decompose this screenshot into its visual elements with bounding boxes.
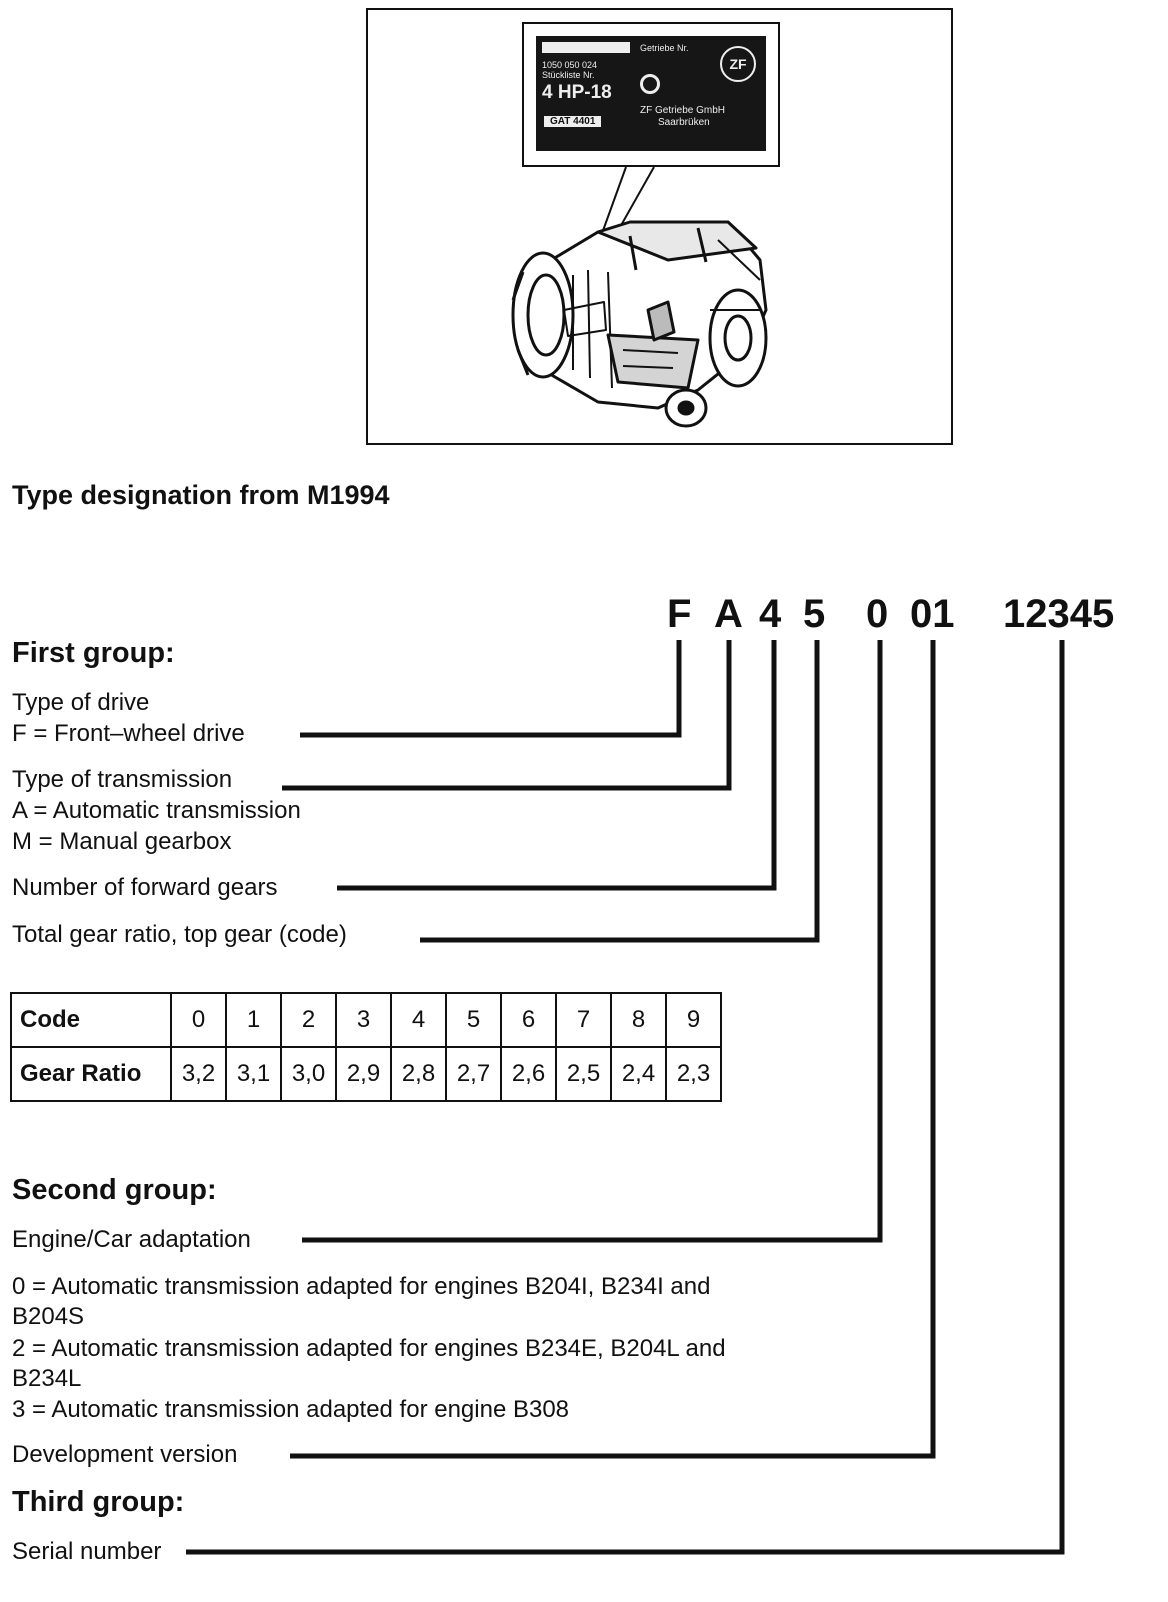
code-cell: 8 (610, 992, 667, 1048)
ratio-cell: 3,2 (170, 1046, 227, 1102)
ratio-cell: 2,3 (665, 1046, 722, 1102)
code-cell: 3 (335, 992, 392, 1048)
designation-char-5: 5 (803, 592, 826, 636)
code-cell: 2 (280, 992, 337, 1048)
code-cell: 1 (225, 992, 282, 1048)
type-of-transmission-label: Type of transmission (12, 766, 233, 793)
designation-char-01: 01 (910, 592, 955, 636)
code-cell: 7 (555, 992, 612, 1048)
identification-plate: Getriebe Nr. 1050 050 024 Stückliste Nr.… (536, 36, 766, 151)
code-cell: 0 (170, 992, 227, 1048)
zf-logo-icon: ZF (720, 46, 756, 82)
identification-plate-callout: Getriebe Nr. 1050 050 024 Stückliste Nr.… (522, 22, 780, 167)
plate-field-label: Getriebe Nr. (640, 43, 689, 53)
manual-gearbox-text: M = Manual gearbox (12, 828, 232, 855)
third-group-heading: Third group: (12, 1486, 185, 1518)
development-version-label: Development version (12, 1441, 238, 1468)
plate-blank-field (542, 42, 630, 53)
serial-number-label: Serial number (12, 1538, 162, 1565)
code-row: Code 0 1 2 3 4 5 6 7 8 9 (10, 992, 722, 1048)
leader-line-gear-ratio (420, 640, 820, 943)
ratio-cell: 2,4 (610, 1046, 667, 1102)
ratio-cell: 2,5 (555, 1046, 612, 1102)
forward-gears-label: Number of forward gears (12, 874, 278, 901)
ratio-cell: 3,1 (225, 1046, 282, 1102)
adaptation-option-2-line2: B234L (12, 1365, 82, 1392)
designation-char-0: 0 (866, 592, 889, 636)
type-of-drive-label: Type of drive (12, 689, 150, 716)
plate-maker-line1: ZF Getriebe GmbH (640, 105, 726, 116)
code-cell: 9 (665, 992, 722, 1048)
code-cell: 4 (390, 992, 447, 1048)
leader-line-development (290, 640, 936, 1459)
leader-line-drive (300, 640, 682, 738)
plate-maker-line2: Saarbrüken (658, 117, 710, 128)
code-cell: 6 (500, 992, 557, 1048)
second-group-heading: Second group: (12, 1174, 217, 1206)
code-header: Code (10, 992, 172, 1048)
ratio-cell: 3,0 (280, 1046, 337, 1102)
gear-ratio-header: Gear Ratio (10, 1046, 172, 1102)
total-gear-ratio-label: Total gear ratio, top gear (code) (12, 921, 347, 948)
adaptation-option-0-line2: B204S (12, 1303, 85, 1330)
leader-line-transmission (282, 640, 732, 791)
leader-line-forward-gears (337, 640, 777, 891)
transmission-figure: Getriebe Nr. 1050 050 024 Stückliste Nr.… (366, 8, 953, 445)
adaptation-option-0-line1: 0 = Automatic transmission adapted for e… (12, 1273, 711, 1300)
page-title: Type designation from M1994 (12, 480, 390, 510)
designation-char-12345: 12345 (1003, 592, 1115, 636)
ratio-cell: 2,7 (445, 1046, 502, 1102)
automatic-transmission-text: A = Automatic transmission (12, 797, 301, 824)
gear-ratio-row: Gear Ratio 3,2 3,1 3,0 2,9 2,8 2,7 2,6 2… (10, 1046, 722, 1102)
leader-line-serial (186, 640, 1065, 1555)
designation-char-f: F (667, 592, 692, 636)
ratio-cell: 2,6 (500, 1046, 557, 1102)
engine-car-adaptation-label: Engine/Car adaptation (12, 1226, 251, 1253)
ring-icon (640, 74, 660, 94)
first-group-heading: First group: (12, 637, 175, 669)
front-wheel-drive-text: F = Front–wheel drive (12, 720, 245, 747)
adaptation-option-2-line1: 2 = Automatic transmission adapted for e… (12, 1335, 726, 1362)
designation-char-4: 4 (759, 592, 782, 636)
designation-char-a: A (714, 592, 743, 636)
plate-serial-label: Stückliste Nr. (542, 70, 595, 80)
transmission-drawing (511, 166, 768, 428)
leader-line-adaptation (302, 640, 883, 1243)
plate-gat: GAT 4401 (544, 116, 602, 127)
plate-model: 4 HP-18 (542, 82, 612, 103)
ratio-cell: 2,8 (390, 1046, 447, 1102)
ratio-cell: 2,9 (335, 1046, 392, 1102)
adaptation-option-3: 3 = Automatic transmission adapted for e… (12, 1396, 570, 1423)
gear-ratio-table: Code 0 1 2 3 4 5 6 7 8 9 Gear Ratio 3,2 … (10, 992, 722, 1102)
plate-part-number: 1050 050 024 (542, 60, 598, 70)
code-cell: 5 (445, 992, 502, 1048)
